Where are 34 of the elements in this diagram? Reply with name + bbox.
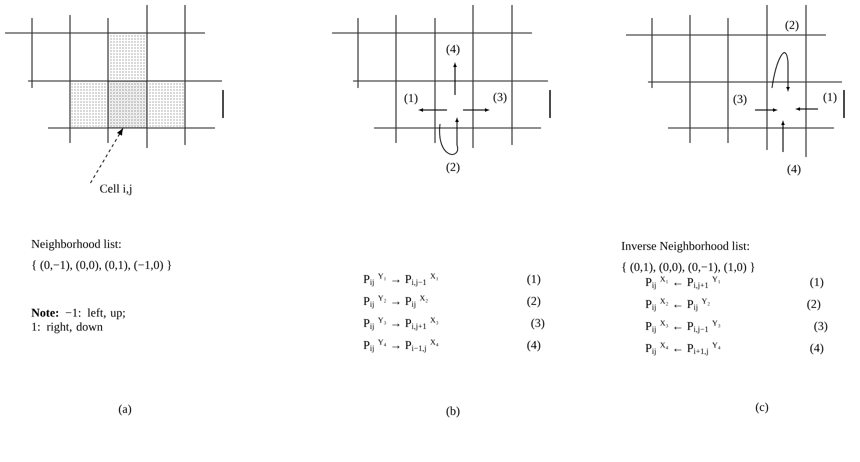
rule-formula: P$_{ij}$ $^{X₃}$ ← P$_{i,j−1}$ Y₃ [646,320,720,334]
direction-number: (2) [786,20,798,32]
list-heading: Inverse Neighborhood list: [622,242,749,252]
rule-number: (4) [527,340,540,352]
neighbor-set: { (0,−1), (0,0), (0,1), (−1,0) } [32,260,172,272]
direction-number: (3) [494,92,506,104]
rule-formula: P$_{ij}$ $^{Y₄}$ → P$_{i−1,j}$ X₄ [364,339,438,353]
direction-number: (3) [734,94,746,106]
leader-line [90,128,123,184]
rule-number: (2) [807,300,820,310]
panel-label: (a) [118,404,132,416]
cell-label: Cell i,j [100,184,132,196]
panel-label: (b) [446,406,460,418]
direction-number: (4) [446,44,460,56]
rule-formula: P$_{ij}$ $^{X₄}$ ← P$_{i+1,j}$ Y₄ [646,342,720,356]
rule-number: (2) [527,296,540,308]
rule-number: (1) [810,278,824,288]
rule-number: (3) [531,318,544,330]
direction-number: (1) [824,92,836,104]
note-text: Note: −1: left, up; 1: right, down [31,308,125,334]
list-heading: Neighborhood list: [32,240,121,250]
rule-number: (1) [527,274,540,286]
rule-formula: P$_{ij}$ $^{Y₂}$ → P$_{ij}$ X₂ [364,295,428,309]
rule-formula: P$_{ij}$ $^{X₂}$ ← P$_{ij}$ Y₂ [646,298,710,312]
direction-number: (2) [446,162,460,174]
rule-formula: P$_{ij}$ $^{X₁}$ ← P$_{i,j+1}$ Y₁ [646,276,720,290]
direction-number: (4) [788,164,800,176]
neighbor-set: { (0,1), (0,0), (0,−1), (1,0) } [622,262,754,274]
rule-number: (4) [810,344,824,354]
rule-formula: P$_{ij}$ $^{Y₃}$ → P$_{i,j+1}$ X₃ [364,317,438,331]
rule-number: (3) [814,322,828,332]
rule-formula: P$_{ij}$ $^{Y₁}$ → P$_{i,j−1}$ X₁ [364,273,438,287]
panel-label: (c) [756,402,768,414]
direction-number: (1) [404,94,418,104]
